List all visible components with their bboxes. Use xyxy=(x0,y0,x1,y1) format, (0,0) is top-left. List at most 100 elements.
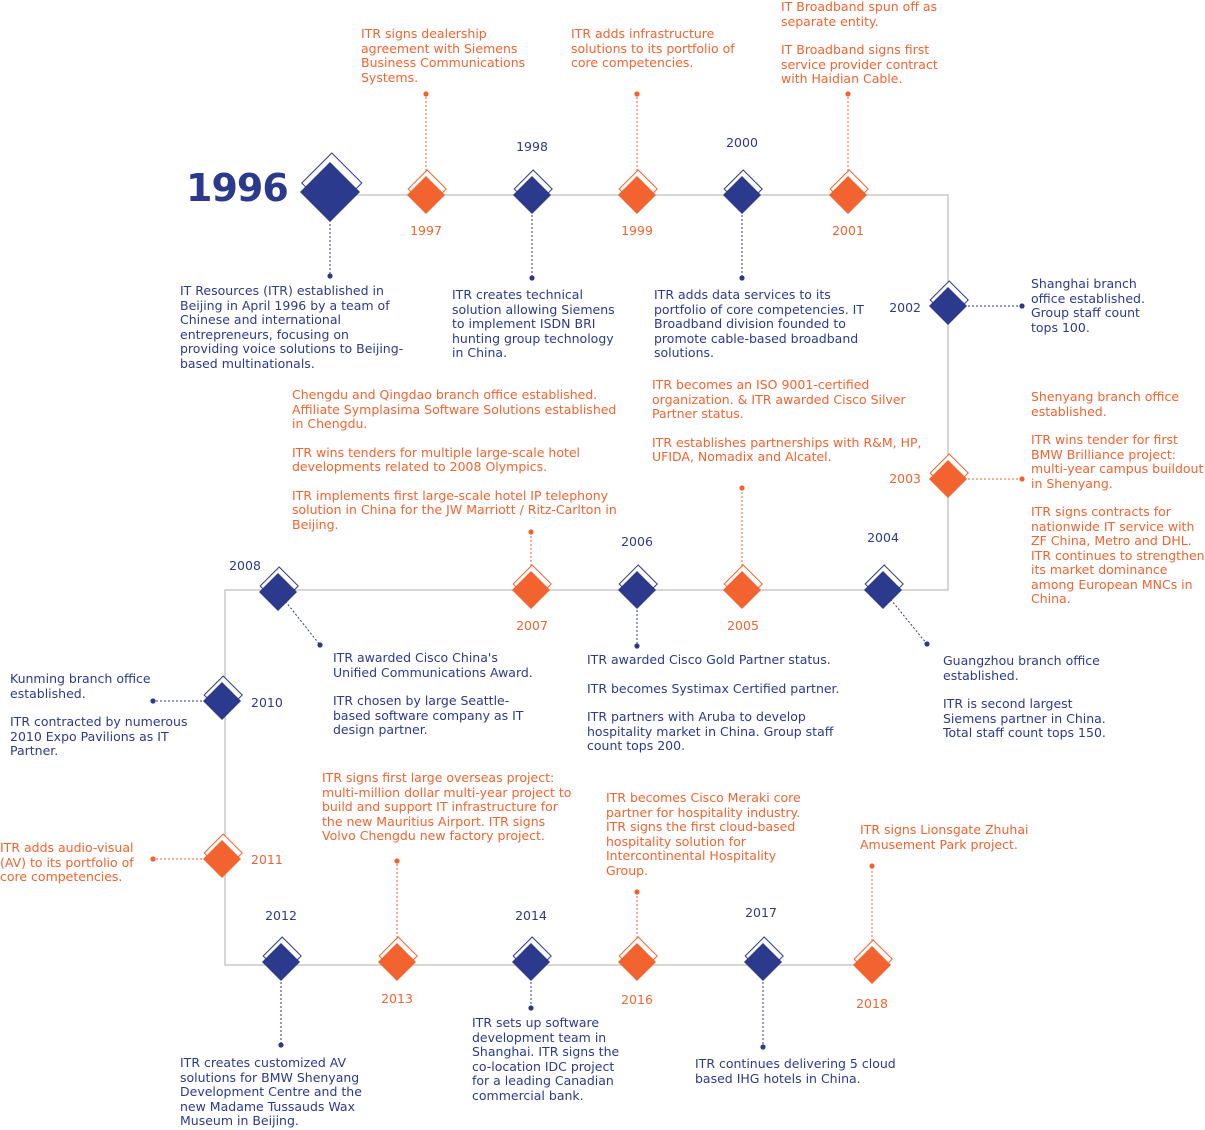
milestone-description-1998: ITR creates technical solution allowing … xyxy=(452,287,622,361)
milestone-diamond xyxy=(929,287,967,325)
milestone-year-label: 2003 xyxy=(889,471,921,486)
milestone-paragraph: Chengdu and Qingdao branch office establ… xyxy=(292,387,617,431)
milestone-description-2017: ITR continues delivering 5 cloud based I… xyxy=(695,1056,900,1086)
milestone-year-label: 2001 xyxy=(832,223,864,238)
milestone-description-2010: Kunming branch office established. ITR co… xyxy=(10,671,195,759)
milestone-paragraph: ITR chosen by large Seattle-based softwa… xyxy=(333,693,524,737)
connector-dot xyxy=(845,91,851,97)
connector-dot xyxy=(1019,476,1025,482)
milestone-paragraph: ITR wins tender for first BMW Brilliance… xyxy=(1031,432,1204,491)
milestone-paragraph: ITR becomes Cisco Meraki core partner fo… xyxy=(606,790,801,878)
milestone-year-label: 2000 xyxy=(726,135,758,150)
milestone-paragraph: ITR awarded Cisco China's Unified Commun… xyxy=(333,650,533,680)
milestone-paragraph: ITR is second largest Siemens partner in… xyxy=(943,696,1106,740)
milestone-diamond xyxy=(723,176,761,214)
start-year-label: 1996 xyxy=(186,166,289,210)
milestone-diamond xyxy=(853,946,891,984)
milestone-paragraph: ITR implements first large-scale hotel I… xyxy=(292,487,617,532)
milestone-marker-1998 xyxy=(513,169,553,281)
milestone-diamond xyxy=(864,571,902,609)
milestone-diamond xyxy=(378,943,416,981)
milestone-year-label: 1999 xyxy=(621,223,653,238)
milestone-paragraph: ITR sets up software development team in… xyxy=(472,1015,620,1103)
milestone-paragraph: ITR adds data services to its portfolio … xyxy=(654,287,864,360)
connector-dot xyxy=(760,1044,766,1050)
milestone-marker-2001 xyxy=(829,91,869,214)
milestone-description-2013: ITR signs first large overseas project: … xyxy=(322,770,572,844)
milestone-marker-2017 xyxy=(744,936,784,1050)
milestone-year-label: 2011 xyxy=(251,852,283,867)
milestone-marker-1999 xyxy=(618,91,658,214)
milestone-year-label: 1998 xyxy=(516,139,548,154)
milestone-paragraph: ITR awarded Cisco Gold Partner status. xyxy=(587,652,831,667)
milestone-year-label: 2008 xyxy=(229,558,261,573)
milestone-description-1999: ITR adds infrastructure solutions to its… xyxy=(571,26,751,71)
connector-dot xyxy=(528,1005,534,1011)
milestone-paragraph: ITR contracted by numerous 2010 Expo Pav… xyxy=(10,714,188,758)
milestone-diamond xyxy=(744,943,782,981)
milestone-marker-2010 xyxy=(150,675,243,720)
milestone-marker-2014 xyxy=(512,936,552,1011)
milestone-diamond xyxy=(259,573,297,611)
connector-dot xyxy=(528,529,534,535)
connector-dot xyxy=(278,1042,284,1048)
milestone-diamond xyxy=(407,176,445,214)
connector-dot xyxy=(1019,303,1025,309)
milestone-year-label: 2006 xyxy=(621,534,653,549)
milestone-marker-2000 xyxy=(723,169,763,281)
milestone-paragraph: Kunming branch office established. xyxy=(10,671,151,701)
milestone-paragraph: ITR wins tenders for multiple large-scal… xyxy=(292,444,581,474)
milestone-diamond xyxy=(262,943,300,981)
milestone-description-2011: ITR adds audio-visual (AV) to its portfo… xyxy=(0,840,150,885)
milestone-paragraph: ITR creates technical solution allowing … xyxy=(452,287,615,360)
milestone-paragraph: IT Broadband spun off as separate entity… xyxy=(781,0,938,29)
milestone-diamond xyxy=(203,840,241,878)
milestone-description-2006: ITR awarded Cisco Gold Partner status. IT… xyxy=(587,652,852,754)
connector-dot xyxy=(634,889,640,895)
milestone-description-2007: Chengdu and Qingdao branch office establ… xyxy=(292,387,627,532)
milestone-diamond xyxy=(829,176,867,214)
milestone-diamond xyxy=(513,176,551,214)
milestone-paragraph: ITR partners with Aruba to develop hospi… xyxy=(587,709,834,753)
milestone-marker-2002 xyxy=(929,280,1025,325)
milestone-description-2014: ITR sets up software development team in… xyxy=(472,1015,632,1103)
milestone-diamond xyxy=(300,162,360,222)
milestone-description-2000: ITR adds data services to its portfolio … xyxy=(654,287,874,361)
milestone-paragraph: ITR creates customized AV solutions for … xyxy=(180,1055,362,1128)
milestone-marker-1996 xyxy=(300,152,363,279)
milestone-paragraph: IT Resources (ITR) established in Beijin… xyxy=(180,283,404,371)
milestone-diamond xyxy=(723,571,761,609)
milestone-paragraph: Shenyang branch office established. xyxy=(1031,389,1180,419)
milestone-year-label: 1997 xyxy=(410,223,442,238)
milestone-paragraph: IT Broadband signs first service provide… xyxy=(781,42,938,86)
milestone-paragraph: ITR signs dealership agreement with Siem… xyxy=(361,26,526,85)
connector-dot xyxy=(423,91,429,97)
milestone-paragraph: ITR becomes an ISO 9001-certified organi… xyxy=(652,377,906,421)
milestone-year-label: 2004 xyxy=(867,530,899,545)
milestone-paragraph: Guangzhou branch office established. xyxy=(943,653,1100,683)
milestone-description-2012: ITR creates customized AV solutions for … xyxy=(180,1055,380,1129)
connector-dot xyxy=(869,863,875,869)
milestone-description-1997: ITR signs dealership agreement with Siem… xyxy=(361,26,551,85)
connector-line xyxy=(277,591,321,646)
milestone-paragraph: ITR signs Lionsgate Zhuhai Amusement Par… xyxy=(860,822,1029,852)
connector-dot xyxy=(739,275,745,281)
milestone-paragraph: ITR signs first large overseas project: … xyxy=(322,770,572,843)
milestone-year-label: 2005 xyxy=(727,618,759,633)
connector-dot xyxy=(739,485,745,491)
milestone-year-label: 2002 xyxy=(889,300,921,315)
milestone-marker-2006 xyxy=(618,564,658,649)
milestone-diamond xyxy=(929,460,967,498)
milestone-diamond xyxy=(618,943,656,981)
milestone-year-label: 2018 xyxy=(856,996,888,1011)
milestone-description-2002: Shanghai branch office established. Grou… xyxy=(1031,276,1161,335)
milestone-paragraph: ITR continues delivering 5 cloud based I… xyxy=(695,1056,896,1086)
connector-dot xyxy=(327,273,333,279)
milestone-description-2001: IT Broadband spun off as separate entity… xyxy=(781,0,956,87)
milestone-year-label: 2016 xyxy=(621,992,653,1007)
milestone-diamond xyxy=(512,571,550,609)
connector-dot xyxy=(924,641,930,647)
milestone-marker-2018 xyxy=(853,863,893,984)
milestone-marker-1997 xyxy=(407,91,447,214)
milestone-marker-2012 xyxy=(262,936,302,1048)
